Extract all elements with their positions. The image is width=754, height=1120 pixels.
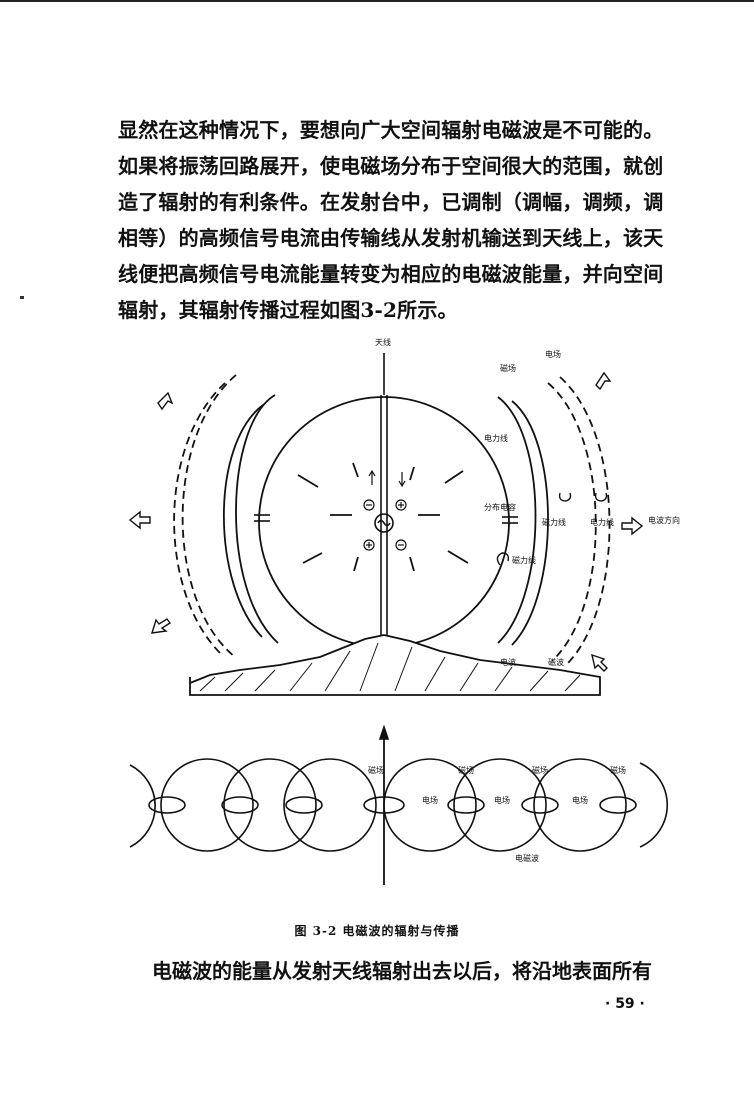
field-dashes — [297, 462, 469, 572]
label-electric-force-line: 电力线 — [484, 433, 508, 443]
page-number: · 59 · — [605, 996, 645, 1012]
top-border-line — [0, 0, 754, 2]
paragraph-line: 辐射，其辐射传播过程如图3-2所示。 — [118, 298, 458, 322]
left-capacitor-icon — [254, 514, 270, 522]
continuation-line: 电磁波的能量从发射天线辐射出去以后，将沿地表面所有 — [152, 959, 652, 983]
label-electric-field: 电场 — [545, 349, 561, 359]
charge-symbols — [363, 499, 407, 551]
right-capacitor-icon — [502, 516, 518, 524]
label-magnetic-field-1: 磁场 — [368, 765, 384, 775]
left-outer-arc-dashed-2 — [173, 382, 226, 654]
left-inner-arc-outer — [235, 394, 279, 644]
label-magnetic-wave: 磁波 — [548, 657, 564, 667]
label-electric-field-1: 电场 — [422, 795, 438, 805]
paragraph-line: 造了辐射的有利条件。在发射台中，已调制（调幅，调频，调 — [118, 190, 664, 214]
right-inner-arc-outer — [511, 400, 549, 646]
ground-hatch — [199, 642, 581, 692]
paragraph-line: 显然在这种情况下，要想向广大空间辐射电磁波是不可能的。 — [118, 118, 664, 142]
paragraph-line: 如果将振荡回路展开，使电磁场分布于空间很大的范围，就创 — [118, 154, 664, 178]
body-paragraph: 显然在这种情况下，要想向广大空间辐射电磁波是不可能的。 如果将振荡回路展开，使电… — [118, 112, 678, 328]
outward-arrow-icon — [151, 618, 172, 634]
label-em-wave: 电磁波 — [515, 853, 539, 863]
label-electric-force-line-2: 电力线 — [590, 517, 614, 527]
field-circles-row — [129, 758, 668, 852]
upper-right-labels: 磁场 电场 电力线 分布电容 磁力线 磁力线 电力线 电波方向 电波 磁波 — [484, 349, 680, 667]
margin-speck — [20, 296, 24, 299]
label-magnetic-force-line-2: 磁力线 — [542, 517, 566, 527]
left-outer-arc-dashed-1 — [181, 374, 237, 658]
label-magnetic-field-2: 磁场 — [458, 765, 474, 775]
label-electric-field-2: 电场 — [494, 795, 510, 805]
magnetic-loop-icon — [496, 552, 510, 566]
radiation-figure: 天线 — [128, 337, 680, 885]
right-inner-arc-inner — [497, 396, 537, 644]
current-arrows — [368, 469, 406, 488]
paragraph-line: 线便把高频信号电流能量转变为相应的电磁波能量，并向空间 — [118, 262, 664, 286]
outward-arrow-icon — [595, 371, 612, 391]
outward-arrow-icon — [591, 653, 608, 672]
label-magnetic-field-4: 磁场 — [610, 765, 626, 775]
magnetic-loop-icon — [594, 492, 608, 502]
label-magnetic-field: 磁场 — [500, 363, 516, 373]
right-outer-arc-dashed-1 — [547, 382, 597, 662]
left-inner-arc-inner — [223, 404, 264, 638]
right-outer-arc-dashed-2 — [559, 376, 611, 666]
label-magnetic-force-line: 磁力线 — [512, 555, 536, 565]
antenna-label: 天线 — [375, 337, 391, 347]
lower-labels: 磁场 磁场 磁场 磁场 电场 电场 电场 电磁波 — [368, 765, 626, 863]
ground-terrain — [189, 634, 601, 696]
outward-arrow-icon — [128, 510, 151, 530]
up-arrow-icon — [378, 724, 390, 740]
paragraph-line: 相等）的高频信号电流由传输线从发射机输送到天线上，该天 — [118, 226, 664, 250]
sine-glyph — [377, 519, 391, 527]
magnetic-loop-icon — [558, 492, 572, 502]
label-magnetic-field-3: 磁场 — [532, 765, 548, 775]
outward-arrow-icon — [157, 391, 174, 411]
label-electric-field-3: 电场 — [572, 795, 588, 805]
figure-caption: 图 3-2 电磁波的辐射与传播 — [294, 924, 460, 938]
outward-arrow-icon — [621, 516, 644, 536]
label-electric-wave: 电波 — [500, 657, 516, 667]
label-wave-direction: 电波方向 — [648, 515, 680, 525]
source-icon — [374, 513, 394, 533]
magnetic-ellipses — [148, 796, 637, 814]
label-distributed-capacitance: 分布电容 — [484, 502, 516, 512]
